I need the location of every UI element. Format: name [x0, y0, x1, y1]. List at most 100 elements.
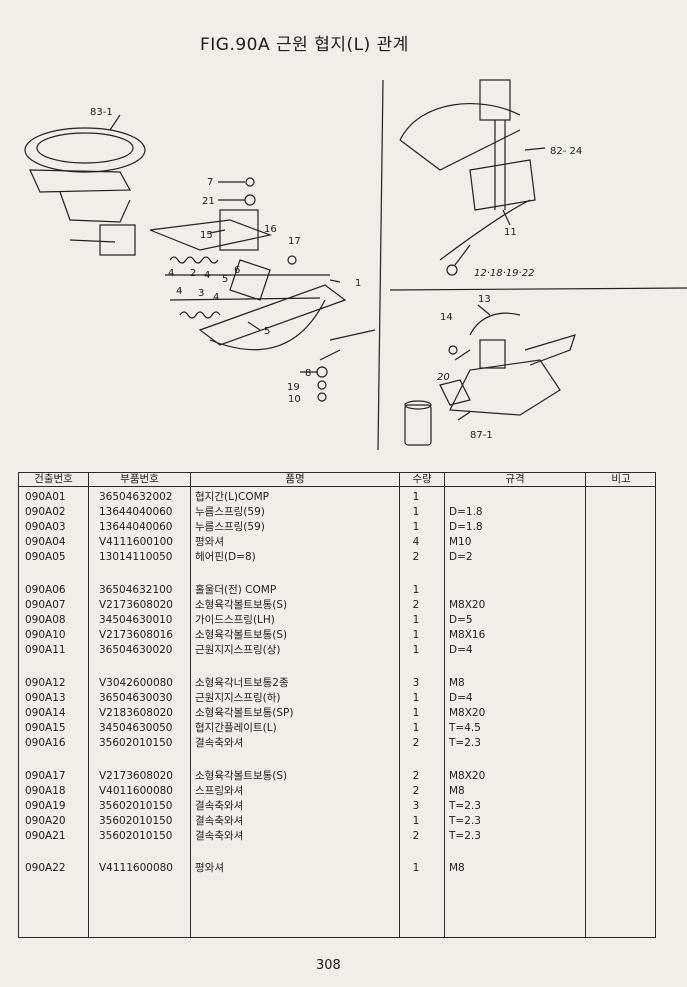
pad-outline — [24, 127, 146, 173]
callout-4b: 4 — [204, 270, 210, 281]
part-name: 협지간플레이트(L) — [195, 722, 277, 734]
page-number: 308 — [316, 958, 341, 973]
table-header: 건출번호 부품번호 품명 수량 규격 비고 — [19, 473, 655, 487]
spec: D=4 — [449, 692, 473, 704]
quantity: 1 — [412, 614, 420, 626]
row-number: 090A17 — [25, 770, 66, 782]
quantity: 2 — [412, 830, 420, 842]
part-name: 누름스프링(59) — [195, 521, 265, 533]
row-number: 090A06 — [25, 584, 66, 596]
quantity: 1 — [412, 506, 420, 518]
quantity: 3 — [412, 677, 420, 689]
row-number: 090A12 — [25, 677, 66, 689]
row-number: 090A18 — [25, 785, 66, 797]
callout-4c: 4 — [176, 286, 182, 297]
row-number: 090A13 — [25, 692, 66, 704]
row-number: 090A01 — [25, 491, 66, 503]
row-number: 090A20 — [25, 815, 66, 827]
callout-1: 1 — [355, 278, 361, 289]
part-number: 35602010150 — [99, 815, 173, 827]
row-number: 090A07 — [25, 599, 66, 611]
cable-11 — [439, 199, 531, 261]
part-name: 홀울더(전) COMP — [195, 584, 277, 596]
part-name: 스프링와셔 — [195, 785, 244, 797]
callout-21: 21 — [202, 196, 215, 207]
spec: T=2.3 — [449, 800, 481, 812]
spec: M8X20 — [449, 770, 486, 782]
part-name: 헤어핀(D=8) — [195, 551, 256, 563]
part-number: 13014110050 — [99, 551, 173, 563]
part-name: 결속축와셔 — [195, 800, 244, 812]
callout-5a: 5 — [222, 274, 228, 285]
spec: T=2.3 — [449, 830, 481, 842]
part-number: 13644040060 — [99, 506, 173, 518]
callout-10: 10 — [288, 394, 301, 405]
header-spec: 규격 — [505, 473, 525, 485]
quantity: 1 — [412, 644, 420, 656]
spec: M8X20 — [449, 707, 486, 719]
part-name: 결속축와셔 — [195, 737, 244, 749]
part-name: 누름스프링(59) — [195, 506, 265, 518]
part-number: V4111600100 — [99, 536, 173, 548]
quantity: 2 — [412, 599, 420, 611]
quantity: 2 — [412, 551, 420, 563]
part-number: V3042600080 — [99, 677, 173, 689]
spec: M8 — [449, 785, 465, 797]
header-part-name: 품명 — [285, 473, 305, 485]
row-number: 090A02 — [25, 506, 66, 518]
quantity: 1 — [412, 707, 420, 719]
part-number: 36504630020 — [99, 644, 173, 656]
part-name: 평와셔 — [195, 862, 224, 874]
callout-83-1: 83-1 — [90, 107, 113, 118]
row-number: 090A15 — [25, 722, 66, 734]
spec: D=4 — [449, 644, 473, 656]
callout-4d: 4 — [213, 292, 219, 303]
row-number: 090A08 — [25, 614, 66, 626]
quantity: 2 — [412, 770, 420, 782]
callout-19: 19 — [287, 382, 300, 393]
parts-diagram: 83-1 7 21 15 16 17 4 2 4 5 6 1 4 3 4 5 8… — [24, 79, 687, 451]
table-row: 090A14 V2183608020 소형육각볼트보통(SP) 1 M8X20 — [19, 706, 655, 721]
row-number: 090A04 — [25, 536, 66, 548]
spec: T=2.3 — [449, 815, 481, 827]
part-number: 36504632100 — [99, 584, 173, 596]
part-number: 34504630050 — [99, 722, 173, 734]
callout-7: 7 — [207, 177, 213, 188]
part-number: 36504632002 — [99, 491, 173, 503]
row-number: 090A14 — [25, 707, 66, 719]
table-row: 090A06 36504632100 홀울더(전) COMP 1 — [19, 583, 655, 598]
part-name: 결속축와셔 — [195, 830, 244, 842]
spec: D=5 — [449, 614, 473, 626]
quantity: 1 — [412, 521, 420, 533]
callout-11: 11 — [504, 227, 517, 238]
callout-20: 20 — [437, 372, 450, 383]
spec: D=2 — [449, 551, 473, 563]
part-name: 소형육각볼트보통(SP) — [195, 707, 294, 719]
part-name: 소형육각볼트보통(S) — [195, 599, 288, 611]
quantity: 2 — [412, 785, 420, 797]
part-number: 36504630030 — [99, 692, 173, 704]
callout-8: 8 — [305, 368, 311, 379]
part-number: V2173608016 — [99, 629, 173, 641]
part-number: 35602010150 — [99, 830, 173, 842]
curved-arm — [209, 299, 326, 351]
quantity: 1 — [412, 815, 420, 827]
divider-vertical — [377, 79, 384, 451]
header-quantity: 수량 — [412, 473, 432, 485]
quantity: 1 — [412, 584, 420, 596]
quantity: 3 — [412, 800, 420, 812]
callout-87-1: 87-1 — [470, 430, 493, 441]
part-number: V2183608020 — [99, 707, 173, 719]
callout-14: 14 — [440, 312, 453, 323]
